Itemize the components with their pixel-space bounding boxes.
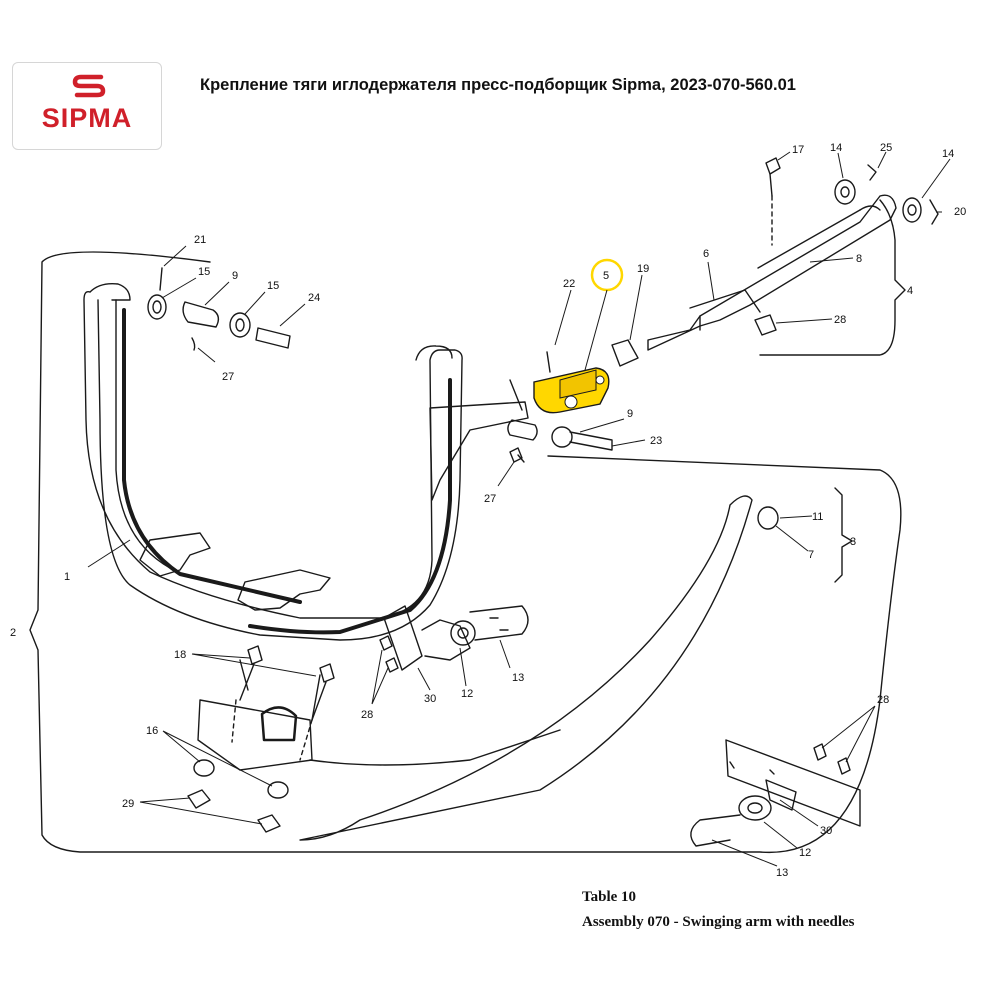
callout-19: 19 [637, 263, 649, 275]
sipma-logo: SIPMA [12, 62, 162, 150]
callout-13-lower: 13 [776, 867, 788, 879]
callout-4: 4 [907, 285, 913, 297]
callout-15-left: 15 [198, 266, 210, 278]
caption-table-number: Table 10 [582, 889, 637, 905]
callout-6: 6 [703, 248, 709, 260]
callout-2: 2 [10, 627, 16, 639]
callout-20: 20 [954, 206, 966, 218]
callout-8: 8 [856, 253, 862, 265]
highlighted-part-5 [533, 367, 610, 414]
callout-28-upper: 28 [834, 314, 846, 326]
page-title: Крепление тяги иглодержателя пресс-подбо… [200, 76, 796, 94]
callout-16: 16 [146, 725, 158, 737]
sipma-s-mark-icon [72, 74, 106, 98]
callout-14-right: 14 [942, 148, 954, 160]
callout-17: 17 [792, 144, 804, 156]
callout-21: 21 [194, 234, 206, 246]
callout-13-center: 13 [512, 672, 524, 684]
callout-5: 5 [603, 270, 609, 282]
callout-30-center: 30 [424, 693, 436, 705]
callout-29: 29 [122, 798, 134, 810]
callout-12-lower: 12 [799, 847, 811, 859]
callout-15-right: 15 [267, 280, 279, 292]
caption-assembly: Assembly 070 - Swinging arm with needles [582, 914, 855, 930]
callout-22: 22 [563, 278, 575, 290]
callout-1: 1 [64, 571, 70, 583]
callout-3: 3 [850, 536, 856, 548]
callout-7: 7 [808, 549, 814, 561]
callout-28-center: 28 [361, 709, 373, 721]
callout-9-right: 9 [627, 408, 633, 420]
callout-14-left: 14 [830, 142, 842, 154]
callout-25: 25 [880, 142, 892, 154]
callout-27-right: 27 [484, 493, 496, 505]
callout-12-center: 12 [461, 688, 473, 700]
callout-11: 11 [812, 511, 823, 523]
callout-30-lower: 30 [820, 825, 832, 837]
callout-23: 23 [650, 435, 662, 447]
callout-18: 18 [174, 649, 186, 661]
logo-text: SIPMA [41, 103, 133, 133]
callout-9-left: 9 [232, 270, 238, 282]
callout-27-left: 27 [222, 371, 234, 383]
callout-24: 24 [308, 292, 320, 304]
callout-28-lower: 28 [877, 694, 889, 706]
